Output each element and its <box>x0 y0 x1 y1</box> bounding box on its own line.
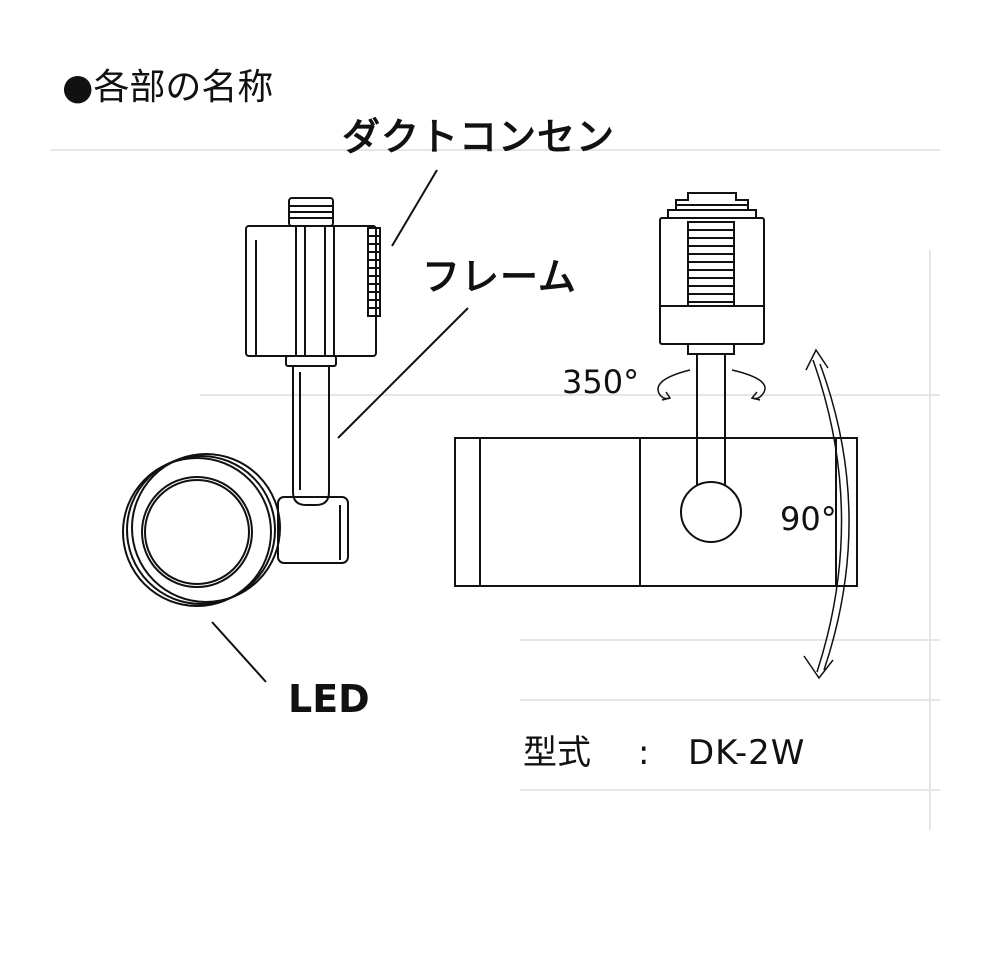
right-fixture <box>454 192 858 680</box>
frame-arm <box>292 366 330 506</box>
model-value: DK-2W <box>688 733 806 773</box>
tilt-arrow-icon <box>803 348 850 680</box>
model-key: 型式 <box>523 733 591 773</box>
side-adapter-grille <box>687 221 735 307</box>
label-rotation-angle: 350° <box>562 363 640 401</box>
label-frame: フレーム <box>422 255 577 299</box>
model-separator: : <box>638 733 650 773</box>
background-ghosting <box>50 149 940 830</box>
led-head-outer <box>122 457 272 607</box>
duct-adapter-ribs <box>367 227 381 317</box>
leader-frame <box>337 307 469 439</box>
label-duct-outlet: ダクトコンセン <box>342 115 616 159</box>
pivot-knob <box>680 481 742 543</box>
frame-joint-block <box>277 496 349 564</box>
duct-adapter-body <box>245 225 377 357</box>
led-lens <box>144 479 250 585</box>
label-tilt-angle: 90° <box>780 500 837 538</box>
section-heading: ●各部の名称 <box>62 67 274 108</box>
rotation-arrow-icon <box>657 369 766 401</box>
leader-led <box>211 621 267 683</box>
left-fixture <box>122 197 381 607</box>
label-led: LED <box>288 677 370 721</box>
side-housing <box>454 437 858 587</box>
side-adapter-body <box>659 217 765 345</box>
leader-duct-outlet <box>391 169 438 247</box>
